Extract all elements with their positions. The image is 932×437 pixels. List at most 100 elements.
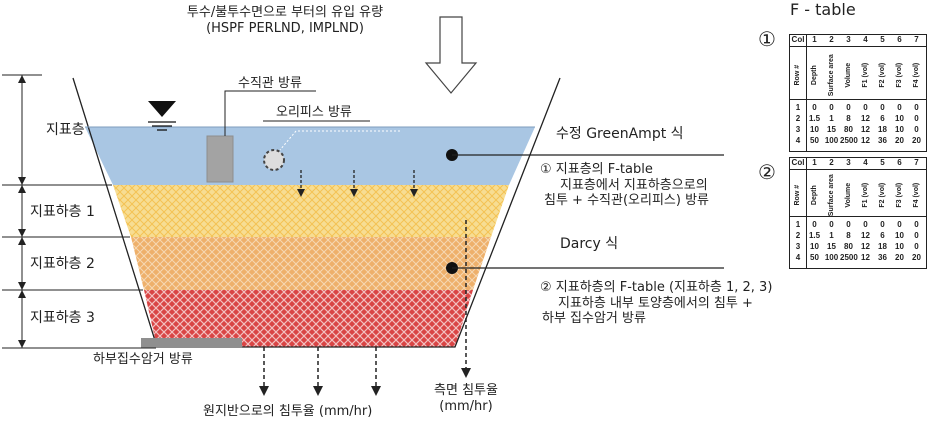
note2-line1: ② 지표하층의 F-table (지표하층 1, 2, 3)	[540, 280, 773, 295]
ftable-column-name: F4 (vol)	[912, 62, 920, 88]
ftable-cell: 100	[824, 136, 839, 145]
side-infiltration-line1: 측면 침투율	[434, 383, 498, 398]
note1-line3: 침투 + 수직관(오리피스) 방류	[544, 193, 709, 209]
ftable-cell: 2	[795, 231, 801, 240]
ftable-cell: 1	[795, 103, 801, 112]
ftable-cell: 0	[829, 220, 834, 229]
inflow-label: 투수/불투수면으로 부터의 유입 유량 (HSPF PERLND, IMPLND…	[160, 5, 410, 36]
ftable-cell: 10	[895, 231, 904, 240]
layer-dimension-bars	[2, 74, 156, 349]
ftable-cell: 50	[810, 136, 819, 145]
ftable-cell: 12	[861, 231, 870, 240]
subsurface-layer-1	[113, 185, 509, 237]
ftable-cell: 8	[846, 231, 851, 240]
ftable-cell: 6	[880, 114, 885, 123]
subsurface-layer-3	[144, 290, 473, 347]
ftable-column-name: Surface area	[827, 174, 835, 217]
ftable-cell: 0	[914, 231, 919, 240]
ftable-cell: 15	[827, 242, 836, 251]
ftable-cell: 36	[878, 253, 887, 262]
ftable-cell: 0	[863, 103, 868, 112]
ftable-cell: 100	[824, 253, 839, 262]
ftable-column-name: F2 (vol)	[878, 62, 886, 88]
ftable-marker-2: ②	[758, 160, 776, 184]
ftable-header-cell: 2	[829, 158, 834, 167]
inflow-label-line1: 투수/불투수면으로 부터의 유입 유량	[186, 5, 384, 20]
ftable-cell: 18	[878, 242, 887, 251]
ftable-cell: 20	[895, 136, 904, 145]
ftable-column-name: F3 (vol)	[895, 182, 903, 208]
ftable-cell: 0	[846, 220, 851, 229]
side-infiltration-line2: (mm/hr)	[439, 398, 493, 414]
ftable-header-cell: 7	[914, 35, 919, 44]
ftable-cell: 1.5	[808, 231, 821, 240]
infiltration-arrows	[300, 170, 415, 190]
ftable-column-name: F4 (vol)	[912, 182, 920, 208]
ftable-cell: 10	[810, 242, 819, 251]
ftable-cell: 0	[914, 103, 919, 112]
ftable-cell: 20	[912, 253, 921, 262]
ftable-column-name: F3 (vol)	[895, 62, 903, 88]
ftable-cell: 3	[795, 125, 801, 134]
vertical-pipe-leader	[224, 90, 316, 136]
ftable-cell: 4	[795, 253, 801, 262]
ftable-column-name: Surface area	[827, 54, 835, 97]
basin-outline	[72, 77, 561, 348]
note1-line2: 지표층에서 지표하층으로의	[560, 177, 708, 193]
ftable-cell: 0	[846, 103, 851, 112]
orifice-leader-dashed	[279, 130, 400, 151]
orifice-label: 오리피스 방류	[276, 105, 352, 120]
ftable-column-name: F2 (vol)	[878, 182, 886, 208]
ftable-cell: 6	[880, 231, 885, 240]
ftable-column-name: F1 (vol)	[861, 62, 869, 88]
ftable-header-cell: 6	[897, 158, 902, 167]
ftable-header-cell: 5	[880, 35, 885, 44]
ftable-cell: 10	[810, 125, 819, 134]
ftable-header-cell: 1	[812, 158, 817, 167]
darcy-label: Darcy 식	[560, 236, 619, 252]
ftable-column-name: Depth	[810, 185, 818, 206]
ftable-header-cell: 7	[914, 158, 919, 167]
note2-line3: 하부 집수암거 방류	[542, 311, 646, 327]
ftable-cell: 1	[829, 114, 834, 123]
ftable-cell: 12	[861, 242, 870, 251]
note2: ② 지표하층의 F-table (지표하층 1, 2, 3) 지표하층 내부 토…	[540, 280, 772, 327]
layer-label-sub2: 지표하층 2	[30, 256, 95, 272]
inflow-arrow-icon	[424, 16, 478, 94]
ftable-header-cell: 2	[829, 35, 834, 44]
ftable-cell: 0	[880, 220, 885, 229]
ftable-cell: 10	[895, 125, 904, 134]
ftable-title: F - table	[790, 0, 856, 19]
base-infiltration-arrows	[263, 347, 377, 388]
ftable-cell: 12	[861, 253, 870, 262]
ftable-cell: 80	[844, 242, 853, 251]
note2-line2: 지표하층 내부 토양층에서의 침투 +	[558, 295, 753, 311]
ftable-cell: 10	[895, 242, 904, 251]
ftable-cell: 0	[829, 103, 834, 112]
ftable-header-cell: Col	[791, 158, 805, 167]
ftable-cell: 3	[795, 242, 801, 251]
side-infiltration-label: 측면 침투율 (mm/hr)	[420, 383, 512, 414]
surface-layer-water	[85, 127, 535, 185]
underdrain-label: 하부집수암거 방류	[93, 352, 193, 367]
ftable-cell: 0	[914, 125, 919, 134]
ftable-cell: 8	[846, 114, 851, 123]
ftable-cell: 50	[810, 253, 819, 262]
ftable-cell: 18	[878, 125, 887, 134]
ftable-cell: 2500	[840, 253, 858, 262]
water-level-icon	[148, 101, 176, 117]
ftable-cell: 1	[829, 231, 834, 240]
ftable-column-name: Volume	[844, 62, 852, 88]
ftable-cell: 12	[861, 125, 870, 134]
ftable-cell: 2500	[840, 136, 858, 145]
ftable-header-cell: 4	[863, 35, 868, 44]
orifice-icon	[263, 149, 285, 171]
ftable-header-cell: 4	[863, 158, 868, 167]
subsurface-layer-2	[131, 237, 491, 290]
ftable-column-name: Depth	[810, 65, 818, 86]
ftable-cell: 0	[812, 220, 817, 229]
layer-label-sub1: 지표하층 1	[30, 204, 95, 220]
underdrain-pipe	[141, 338, 242, 348]
